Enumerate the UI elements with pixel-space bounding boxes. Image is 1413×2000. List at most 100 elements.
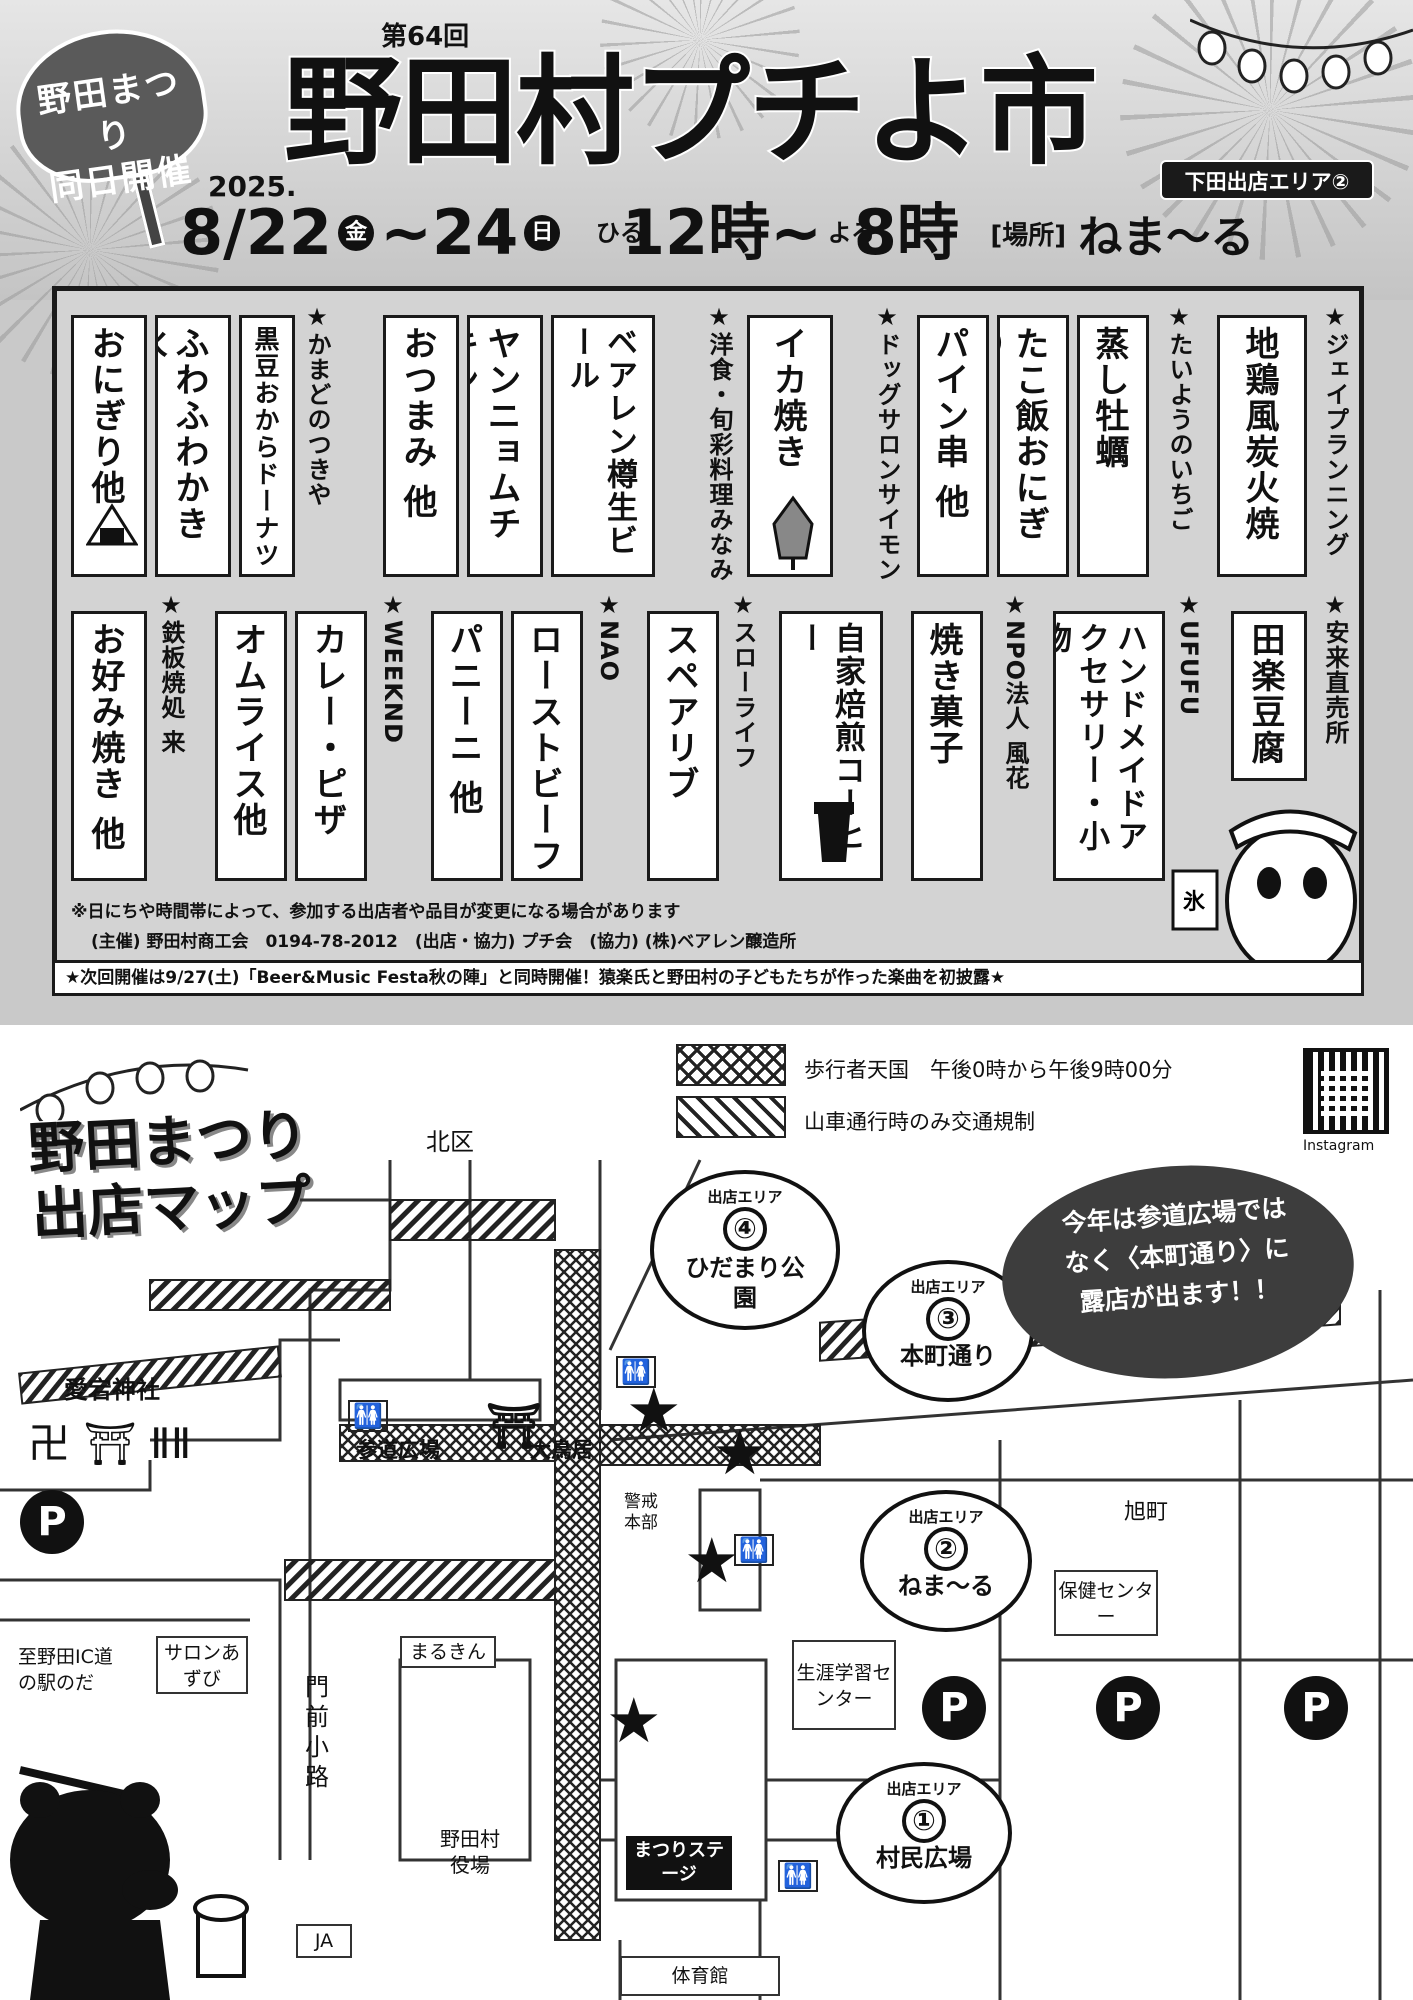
lantern-string-icon xyxy=(20,1059,249,1127)
stall-label: ベアレン樽生ビール xyxy=(563,326,637,557)
svg-text:氷: 氷 xyxy=(1183,890,1206,915)
coffee-cup-icon xyxy=(814,802,854,862)
toilet-icon: 🚻 xyxy=(734,1534,774,1566)
callout-area-3[interactable]: 出店エリア ③ 本町通り xyxy=(862,1260,1034,1402)
salon-azubi: サロンあずび xyxy=(156,1636,248,1694)
parking-icon: P xyxy=(20,1490,84,1554)
stall-label: オムライス他 xyxy=(227,622,267,838)
onigiri-icon xyxy=(86,503,138,546)
legend-float-swatch xyxy=(676,1096,786,1138)
stall-area-star-icon: ★ xyxy=(684,1524,740,1597)
flyer-panel: 野田まつり 同日開催 第64回 野田村プチよ市 下田出店エリア② 2025. 8… xyxy=(0,0,1413,1025)
area-badge: 下田出店エリア② xyxy=(1160,160,1374,200)
bear-mascot-icon xyxy=(10,1766,249,2000)
atago-shrine-label: 愛宕神社 xyxy=(64,1376,160,1404)
day-start-badge: 金 xyxy=(338,215,375,251)
vendor-minami: ★洋食・旬彩料理みなみ xyxy=(705,303,733,582)
marukin: まるきん xyxy=(400,1636,496,1668)
vendor-taiyo: ★たいようのいちご xyxy=(1165,303,1193,532)
callout-area-4[interactable]: 出店エリア ④ ひだまり公園 xyxy=(650,1170,840,1330)
vendor-kamado: ★かまどのつきや xyxy=(303,303,331,507)
stall-panini: パニーニ 他 xyxy=(431,611,503,881)
torii-icon: ⛩ xyxy=(486,1401,542,1452)
stall-label: 地鶏風炭火焼 xyxy=(1239,326,1279,542)
stall-label: ローストビーフ xyxy=(523,622,563,874)
torii-label: 大鳥居 xyxy=(530,1438,593,1462)
to-noda-ic-label: 至野田IC道の駅のだ xyxy=(18,1646,113,1694)
area-number: ④ xyxy=(723,1207,767,1251)
place-name: ねま～る xyxy=(1078,212,1255,263)
change-notice: ※日にちや時間帯によって、参加する出店者や品目が変更になる場合があります xyxy=(71,902,681,922)
stall-onigiri: おにぎり他 xyxy=(71,315,147,577)
stall-area-star-icon: ★ xyxy=(626,1374,682,1447)
area-label: 出店エリア xyxy=(910,1278,986,1296)
festival-stage: まつりステージ xyxy=(626,1836,732,1890)
vendor-dog-salon: ★ドッグサロンサイモン xyxy=(873,303,901,582)
vendor-jei: ★ジェイプランニング xyxy=(1321,303,1349,557)
stall-takomeshi: たこ飯おにぎり xyxy=(997,315,1069,577)
stall-dengaku: 田楽豆腐 xyxy=(1231,611,1307,781)
monzen-alley-label: 門前小路 xyxy=(305,1673,329,1791)
toilet-icon: 🚻 xyxy=(348,1400,388,1432)
parking-icon: P xyxy=(922,1676,986,1740)
stall-label: おつまみ 他 xyxy=(397,326,437,520)
time-morning-label: ひる xyxy=(595,219,644,247)
toilet-icon: 🚻 xyxy=(778,1860,818,1892)
mascot-icon: 氷 xyxy=(1171,809,1358,973)
stall-oyster: 蒸し牡蠣 xyxy=(1077,315,1149,577)
stall-label: カレー・ピザ xyxy=(307,622,347,838)
area-number: ① xyxy=(902,1799,946,1843)
stall-label: スペアリブ xyxy=(659,622,699,802)
stall-pine: パイン串 他 xyxy=(917,315,989,577)
area-name: ねま～る xyxy=(898,1572,994,1600)
lifelong-learning-center: 生涯学習センター xyxy=(792,1640,896,1730)
day-end-badge: 日 xyxy=(524,215,561,251)
stall-label: 焼き菓子 xyxy=(923,622,963,766)
qr-code[interactable] xyxy=(1303,1048,1389,1134)
stall-kakigori: ふわふわかき氷 xyxy=(155,315,231,577)
stall-okonomiyaki: お好み焼き 他 xyxy=(71,611,147,881)
area-label: 出店エリア xyxy=(707,1188,783,1206)
asahi-town-label: 旭町 xyxy=(1124,1500,1169,1525)
stall-handmade: ハンドメイドアクセサリー・小物 xyxy=(1053,611,1165,881)
date-end: ~24 xyxy=(380,196,519,269)
stall-omurice: オムライス他 xyxy=(215,611,287,881)
time-evening-label: よる xyxy=(827,219,875,247)
gymnasium: 体育館 xyxy=(620,1956,780,1996)
event-year: 2025. xyxy=(208,170,297,203)
vendor-weeknd: ★WEEKND xyxy=(379,591,407,744)
organizer-info: (主催) 野田村商工会 0194-78-2012 (出店・協力) プチ会 (協力… xyxy=(91,932,797,952)
health-center: 保健センター xyxy=(1054,1570,1158,1636)
stall-label: 黒豆おからドーナツ xyxy=(251,326,280,569)
place-label: [場所] xyxy=(990,220,1067,251)
stall-donut: 黒豆おからドーナツ xyxy=(239,315,295,577)
callout-area-2[interactable]: 出店エリア ② ねま～る xyxy=(860,1490,1032,1632)
callout-area-1[interactable]: 出店エリア ① 村民広場 xyxy=(836,1762,1012,1904)
lantern-string-icon xyxy=(1190,18,1413,94)
shrine-icon: 卍 ⛩ ⅡⅡ xyxy=(28,1419,192,1468)
vendor-ufufu: ★UFUFU xyxy=(1175,591,1203,717)
stall-label: 蒸し牡蠣 xyxy=(1089,326,1129,470)
stall-area-star-icon: ★ xyxy=(712,1416,768,1489)
stall-label: ハンドメイドアクセサリー・小物 xyxy=(1053,622,1147,853)
stall-board: おにぎり他 ふわふわかき氷 黒豆おからドーナツ ★かまどのつきや おつまみ 他 … xyxy=(52,286,1364,978)
stall-jidori: 地鶏風炭火焼 xyxy=(1217,315,1307,577)
kita-ku-label: 北区 xyxy=(426,1128,474,1156)
squid-icon xyxy=(772,495,814,570)
stall-sparerib: スペアリブ xyxy=(647,611,719,881)
stall-area-star-icon: ★ xyxy=(606,1684,662,1757)
parking-icon: P xyxy=(1284,1676,1348,1740)
area-number: ② xyxy=(924,1527,968,1571)
stall-label: パニーニ 他 xyxy=(443,622,483,816)
instagram-label: Instagram xyxy=(1303,1138,1375,1154)
stall-roastbeef: ローストビーフ xyxy=(511,611,583,881)
area-name: 村民広場 xyxy=(876,1844,972,1872)
stall-label: 自家焙煎コーヒー xyxy=(791,622,865,853)
sando-plaza-label: 参道広場 xyxy=(356,1438,440,1462)
legend-pedestrian-swatch xyxy=(676,1044,786,1086)
ja-building: JA xyxy=(296,1924,352,1958)
legend-float-label: 山車通行時のみ交通規制 xyxy=(804,1110,1035,1134)
parking-icon: P xyxy=(1096,1676,1160,1740)
date-start: 8/22 xyxy=(180,196,333,269)
